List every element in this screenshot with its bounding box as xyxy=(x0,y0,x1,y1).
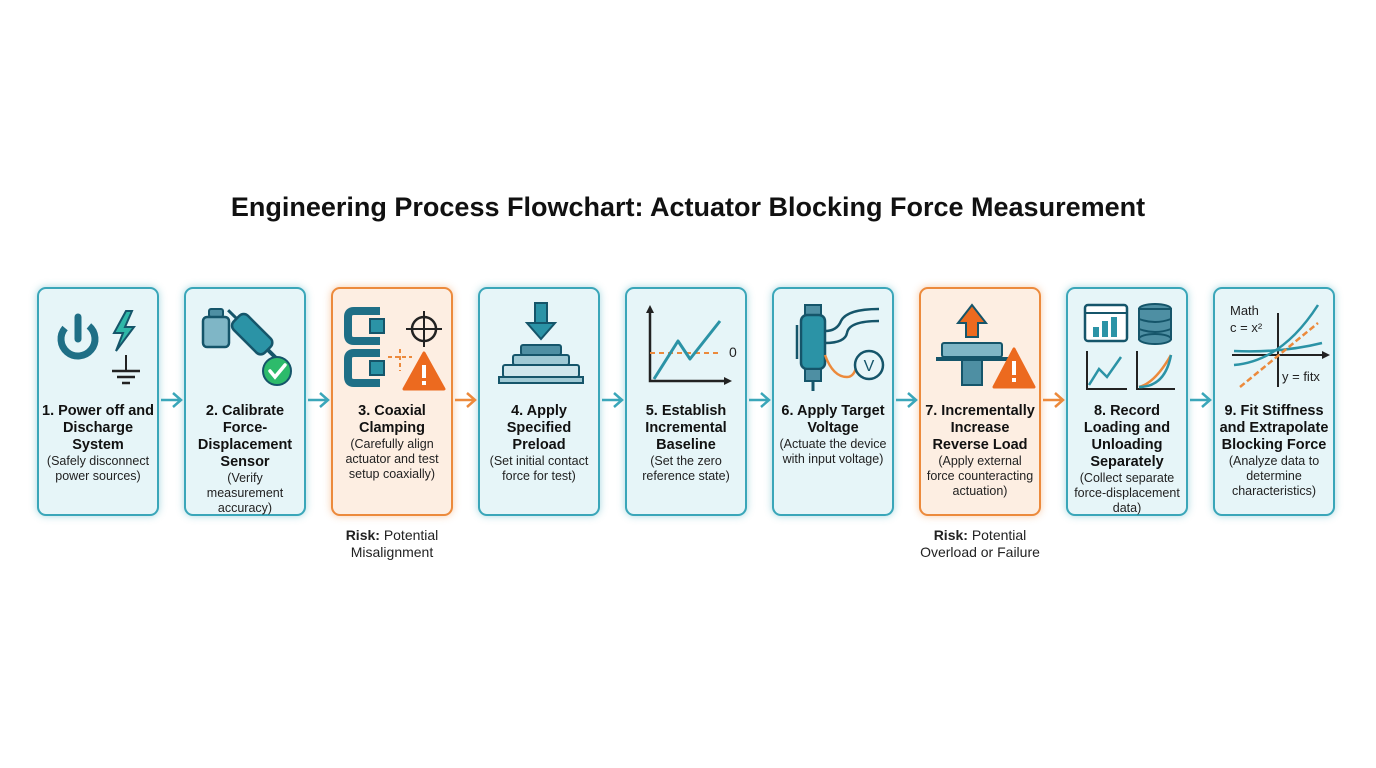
preload-press-icon xyxy=(487,297,595,397)
math-fit-icon: Math c = x² y = fitx xyxy=(1222,297,1330,397)
risk-note-2-label: Risk: xyxy=(933,527,968,543)
equation-label: c = x² xyxy=(1230,320,1263,335)
step-card-8: 8. Record Loading and Unloading Separate… xyxy=(1066,287,1188,516)
flow-arrow-5 xyxy=(748,390,772,410)
flow-arrow-2 xyxy=(307,390,331,410)
step-card-1: 1. Power off and Discharge System (Safel… xyxy=(37,287,159,516)
flow-arrow-7 xyxy=(1042,390,1066,410)
risk-note-1-label: Risk: xyxy=(345,527,380,543)
flow-arrow-8 xyxy=(1189,390,1213,410)
step-2-description: (Verify measurement accuracy) xyxy=(206,471,284,515)
step-card-2: 2. Calibrate Force-Displacement Sensor (… xyxy=(184,287,306,516)
baseline-zero-label: 0 xyxy=(729,344,737,360)
risk-note-step-3: Risk: Potential Misalignment xyxy=(317,527,467,561)
step-3-description: (Carefully align actuator and test setup… xyxy=(345,437,439,481)
step-9-title: 9. Fit Stiffness and Extrapolate Blockin… xyxy=(1219,403,1329,453)
step-2-title: 2. Calibrate Force-Displacement Sensor xyxy=(197,403,293,470)
step-card-9: Math c = x² y = fitx 9. Fit Stiffness an… xyxy=(1213,287,1335,516)
step-6-description: (Actuate the device with input voltage) xyxy=(779,437,887,466)
power-discharge-icon xyxy=(46,297,154,397)
step-card-6: V 6. Apply Target Voltage (Actuate the d… xyxy=(772,287,894,516)
step-8-title: 8. Record Loading and Unloading Separate… xyxy=(1083,403,1171,470)
baseline-graph-icon: 0 xyxy=(634,297,742,397)
step-1-description: (Safely disconnect power sources) xyxy=(46,454,150,483)
risk-note-2-line2: Overload or Failure xyxy=(920,544,1040,560)
step-4-description: (Set initial contact force for test) xyxy=(489,454,589,483)
step-3-title: 3. Coaxial Clamping xyxy=(358,403,426,436)
step-5-description: (Set the zero reference state) xyxy=(642,454,730,483)
data-recording-icon xyxy=(1075,297,1183,397)
flow-arrow-3 xyxy=(454,390,478,410)
math-label: Math xyxy=(1230,303,1259,318)
voltage-actuator-icon: V xyxy=(781,297,889,397)
flow-arrow-6 xyxy=(895,390,919,410)
flow-arrow-1 xyxy=(160,390,184,410)
risk-note-step-7: Risk: Potential Overload or Failure xyxy=(905,527,1055,561)
voltmeter-label: V xyxy=(864,358,875,375)
reverse-load-warning-icon xyxy=(928,297,1036,397)
fit-equation-label: y = fitx xyxy=(1282,369,1320,384)
step-card-4: 4. Apply Specified Preload (Set initial … xyxy=(478,287,600,516)
calibration-icon xyxy=(193,297,301,397)
risk-note-2-line1: Potential xyxy=(971,527,1027,543)
step-1-title: 1. Power off and Discharge System xyxy=(42,403,154,453)
risk-note-1-line1: Potential xyxy=(383,527,439,543)
step-4-title: 4. Apply Specified Preload xyxy=(506,403,572,453)
step-card-7: 7. Incrementally Increase Reverse Load (… xyxy=(919,287,1041,516)
flow-arrow-4 xyxy=(601,390,625,410)
step-6-title: 6. Apply Target Voltage xyxy=(781,403,885,436)
step-7-title: 7. Incrementally Increase Reverse Load xyxy=(925,403,1035,453)
step-5-title: 5. Establish Incremental Baseline xyxy=(645,403,727,453)
step-9-description: (Analyze data to determine characteristi… xyxy=(1228,454,1320,498)
risk-note-1-line2: Misalignment xyxy=(350,544,434,560)
step-8-description: (Collect separate force-displacement dat… xyxy=(1074,471,1180,515)
step-card-5: 0 5. Establish Incremental Baseline (Set… xyxy=(625,287,747,516)
clamp-target-warning-icon xyxy=(340,297,448,397)
step-7-description: (Apply external force counteracting actu… xyxy=(926,454,1034,498)
page-title: Engineering Process Flowchart: Actuator … xyxy=(230,192,1146,222)
step-card-3: 3. Coaxial Clamping (Carefully align act… xyxy=(331,287,453,516)
